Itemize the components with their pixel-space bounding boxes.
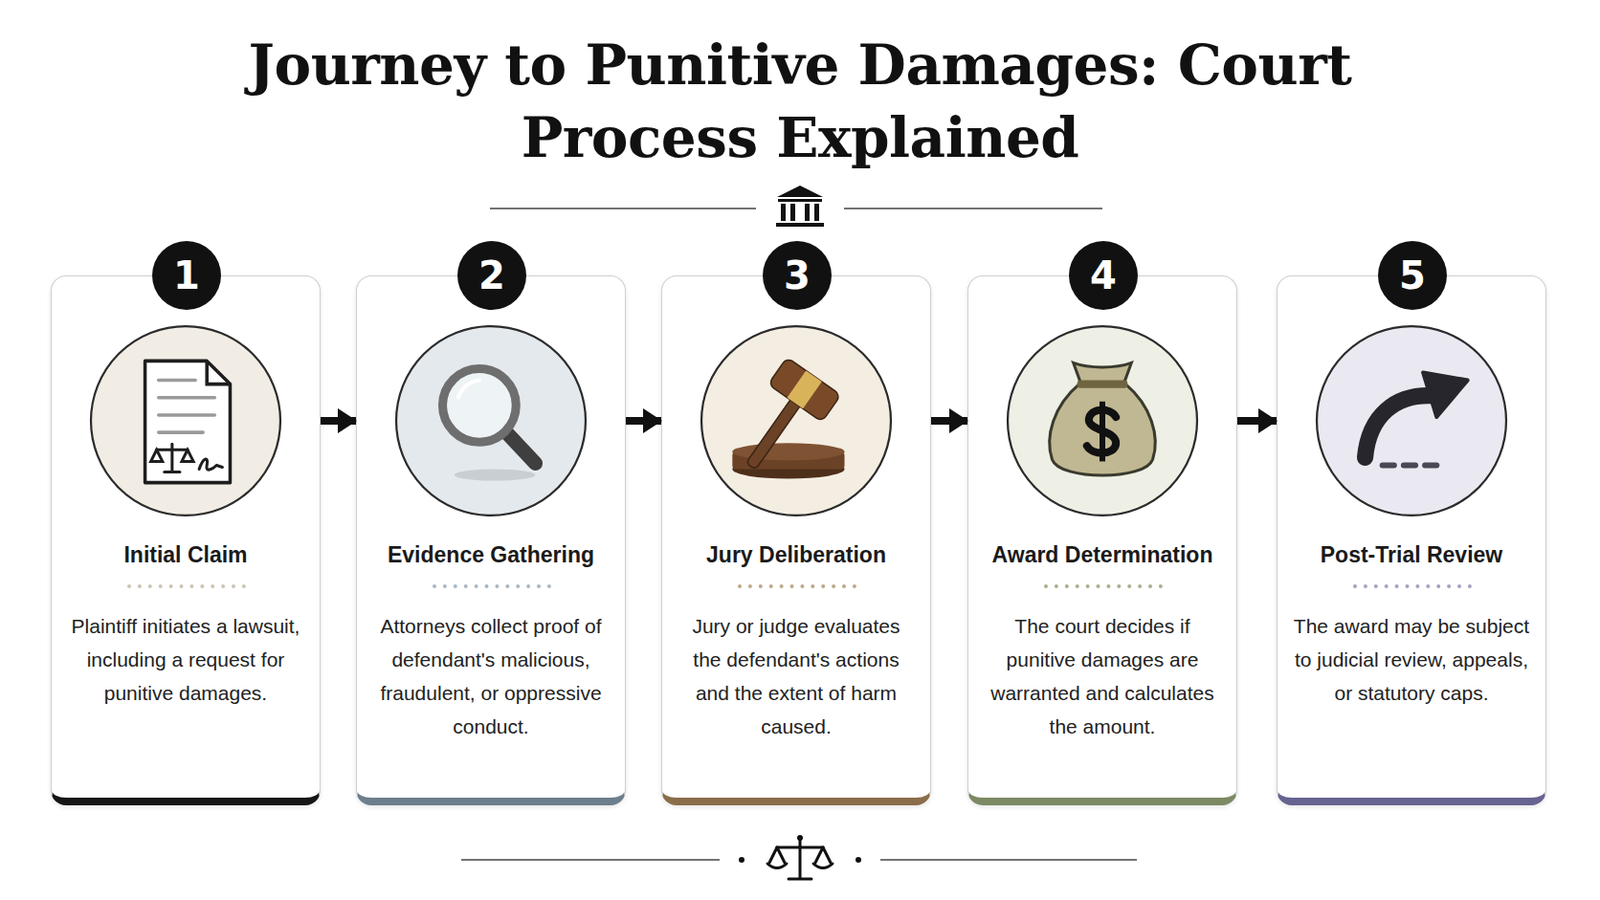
step-icon: [394, 324, 588, 518]
dotted-divider: [734, 582, 860, 591]
flow-arrow: [625, 417, 662, 425]
step-card: 2Evidence GatheringAttorneys collect pro…: [355, 275, 626, 806]
flow-arrow: [931, 417, 968, 425]
step-heading: Initial Claim: [57, 540, 314, 570]
icon-art: [723, 357, 845, 487]
step-description: Attorneys collect proof of defendant's m…: [370, 609, 612, 744]
step-card: 5Post-Trial ReviewThe award may be subje…: [1276, 275, 1547, 806]
icon-art: [145, 360, 231, 483]
step-number: 1: [152, 241, 222, 311]
icon-art: [443, 368, 536, 481]
step-heading: Post-Trial Review: [1283, 540, 1540, 570]
step-icon: [88, 324, 283, 518]
step-icon: [1005, 324, 1200, 518]
step-card: 4Award DeterminationThe court decides if…: [967, 275, 1238, 806]
step-number: 5: [1377, 241, 1447, 311]
step-description: The court decides if punitive damages ar…: [981, 609, 1223, 744]
step-heading: Evidence Gathering: [362, 540, 620, 570]
dotted-divider: [1041, 582, 1166, 591]
bottom-ornament: [461, 835, 1137, 880]
step-heading: Jury Deliberation: [667, 540, 925, 570]
flow-arrow: [320, 417, 356, 425]
diagram-title: Journey to Punitive Damages: Court Proce…: [225, 28, 1375, 175]
step-icon: [699, 324, 893, 518]
dotted-divider: [124, 582, 249, 591]
step-card: 3Jury DeliberationJury or judge evaluate…: [661, 275, 932, 806]
icon-art: [1365, 373, 1468, 467]
step-number: 2: [457, 241, 527, 311]
title-divider: [489, 185, 1103, 227]
step-card: 1Initial ClaimPlaintiff initiates a laws…: [50, 275, 321, 806]
step-number: 4: [1068, 241, 1138, 311]
step-number: 3: [762, 241, 832, 311]
step-heading: Award Determination: [974, 540, 1231, 570]
step-icon: [1314, 324, 1509, 518]
step-description: Plaintiff initiates a lawsuit, including…: [65, 609, 307, 711]
step-description: The award may be subject to judicial rev…: [1290, 609, 1533, 711]
dotted-divider: [1350, 582, 1475, 591]
dotted-divider: [429, 582, 555, 591]
flow-arrow: [1237, 417, 1277, 425]
icon-art: [1049, 362, 1156, 476]
step-description: Jury or judge evaluates the defendant's …: [675, 609, 917, 744]
